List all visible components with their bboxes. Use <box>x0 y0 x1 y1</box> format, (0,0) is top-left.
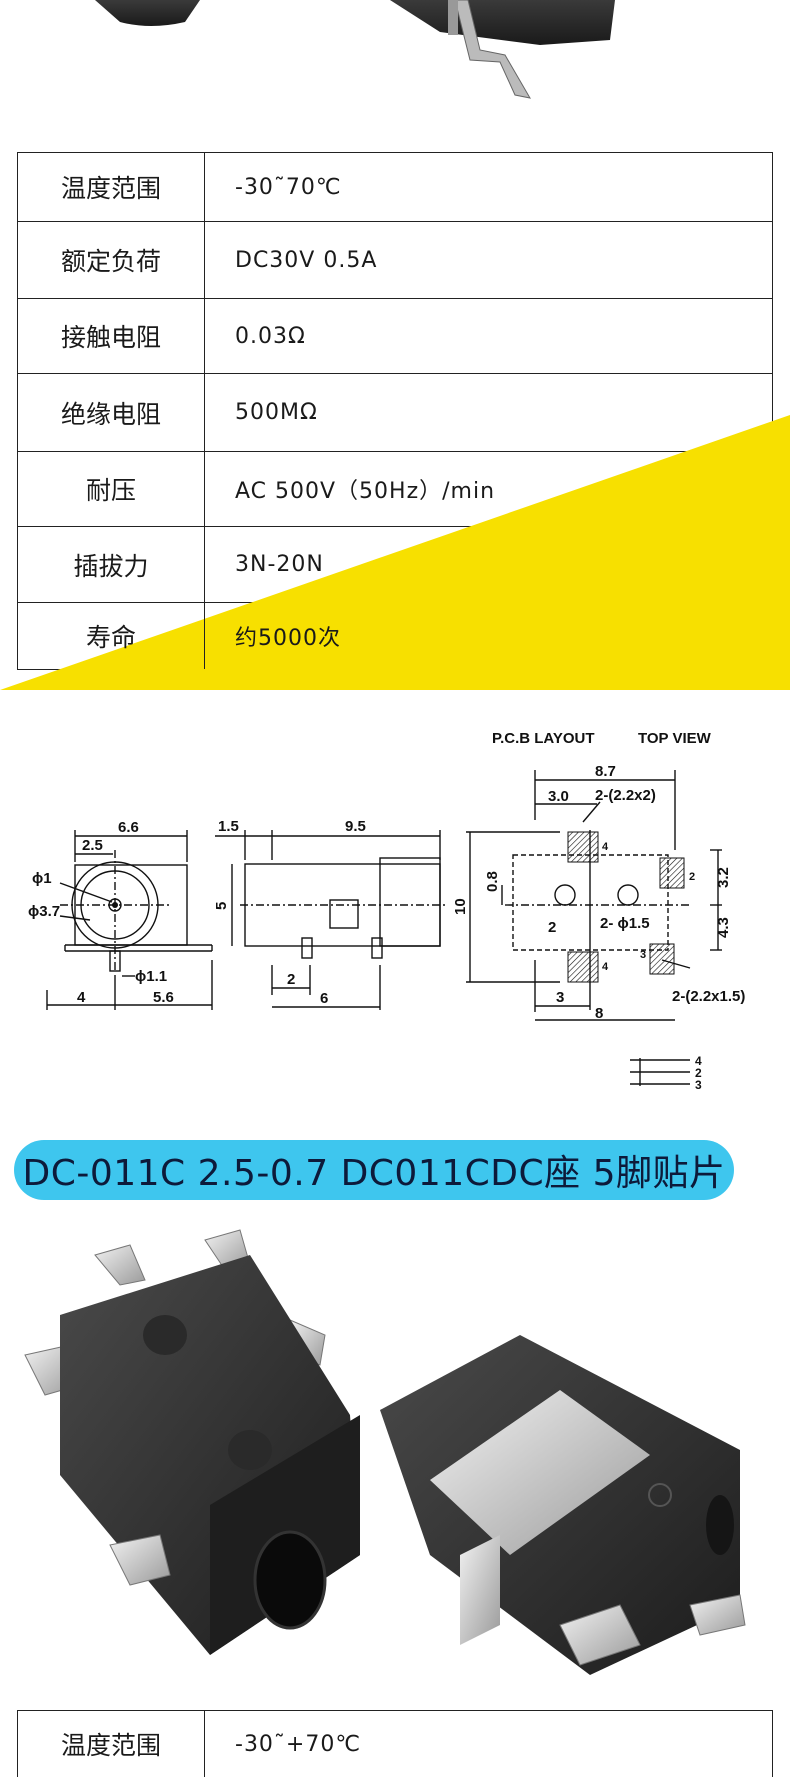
pin-label: 3 <box>695 1078 702 1092</box>
spec-label: 温度范围 <box>18 1711 205 1777</box>
pad-number: 2 <box>689 871 695 883</box>
dim-label: 2 <box>548 919 556 936</box>
spec-row-insertion-force: 插拔力 3N-20N <box>18 527 772 603</box>
dim-label: 4.3 <box>715 917 732 938</box>
dim-label: 3 <box>556 989 564 1006</box>
pcb-pad <box>567 951 599 983</box>
spec-row-lifetime: 寿命 约5000次 <box>18 603 772 669</box>
spec-label: 寿命 <box>18 603 205 669</box>
spec-row-contact-resistance: 接触电阻 0.03Ω <box>18 299 772 374</box>
dim-label: 4 <box>77 989 86 1006</box>
pin-label: 4 <box>695 1054 702 1068</box>
dim-label: 10 <box>452 898 469 915</box>
spec-value: 3N-20N <box>235 552 324 577</box>
dim-label: 2.5 <box>82 837 103 854</box>
spec-row-withstand-voltage: 耐压 AC 500V（50Hz）/min <box>18 452 772 527</box>
spec-label: 接触电阻 <box>18 299 205 373</box>
spec-value: AC 500V（50Hz）/min <box>235 479 496 504</box>
spec-value: DC30V 0.5A <box>235 247 378 273</box>
dim-label: 5.6 <box>153 989 174 1006</box>
spec-row-temperature: 温度范围 -30˜+70℃ <box>18 1711 772 1777</box>
spec-label: 额定负荷 <box>18 222 205 298</box>
yellow-diagonal-band <box>0 415 790 690</box>
spec-row-rated-load: 额定负荷 DC30V 0.5A <box>18 222 772 299</box>
spec-row-temperature: 温度范围 -30˜70℃ <box>18 153 772 222</box>
dim-label: ϕ3.7 <box>28 903 60 920</box>
spec-label: 绝缘电阻 <box>18 374 205 451</box>
spec-value: -30˜+70℃ <box>235 1731 362 1757</box>
spec-table-top: 温度范围 -30˜70℃ 额定负荷 DC30V 0.5A 接触电阻 0.03Ω … <box>17 152 773 670</box>
connector-photo-top <box>95 0 615 99</box>
dim-label: 9.5 <box>345 818 366 835</box>
dim-label: 2-(2.2x2) <box>595 787 656 804</box>
pad-number: 4 <box>602 961 609 973</box>
dim-label: 2- ϕ1.5 <box>600 915 650 932</box>
product-photo-top <box>0 0 790 120</box>
pin-label: 2 <box>695 1066 702 1080</box>
spec-row-insulation-resistance: 绝缘电阻 500MΩ <box>18 374 772 452</box>
dim-label: ϕ1.1 <box>135 968 167 985</box>
dim-label: 6.6 <box>118 819 139 836</box>
technical-drawing: P.C.B LAYOUT TOP VIEW 6.6 2.5 ϕ1 ϕ3.7 ϕ1… <box>28 730 745 1092</box>
spec-value: -30˜70℃ <box>235 174 342 200</box>
dim-label: 8 <box>595 1005 603 1022</box>
dim-label: 3.2 <box>715 867 732 888</box>
pad-number: 4 <box>602 841 609 853</box>
spec-table-bottom: 温度范围 -30˜+70℃ <box>17 1710 773 1777</box>
dim-label: 8.7 <box>595 763 616 780</box>
dim-label: 3.0 <box>548 788 569 805</box>
spec-value: 0.03Ω <box>235 323 306 349</box>
pad-number: 3 <box>640 949 646 961</box>
top-view-title: TOP VIEW <box>638 730 712 747</box>
dim-label: 5 <box>213 902 230 910</box>
spec-value: 约5000次 <box>235 626 341 651</box>
pcb-pad <box>649 943 675 975</box>
dim-label: 1.5 <box>218 818 239 835</box>
spec-label: 插拔力 <box>18 527 205 602</box>
pcb-pad <box>659 857 685 889</box>
pcb-layout-title: P.C.B LAYOUT <box>492 730 595 747</box>
product-photo-main <box>0 1225 790 1695</box>
dim-label: 0.8 <box>484 871 501 892</box>
spec-label: 耐压 <box>18 452 205 526</box>
dim-label: 2-(2.2x1.5) <box>672 988 745 1005</box>
spec-value: 500MΩ <box>235 400 318 425</box>
connector-photo <box>24 1229 746 1675</box>
pcb-pad <box>567 831 599 863</box>
product-title-banner: DC-011C 2.5-0.7 DC011CDC座 5脚贴片 <box>14 1140 734 1200</box>
dim-label: 6 <box>320 990 328 1007</box>
spec-label: 温度范围 <box>18 153 205 221</box>
dim-label: ϕ1 <box>32 870 52 887</box>
dim-label: 2 <box>287 971 295 988</box>
